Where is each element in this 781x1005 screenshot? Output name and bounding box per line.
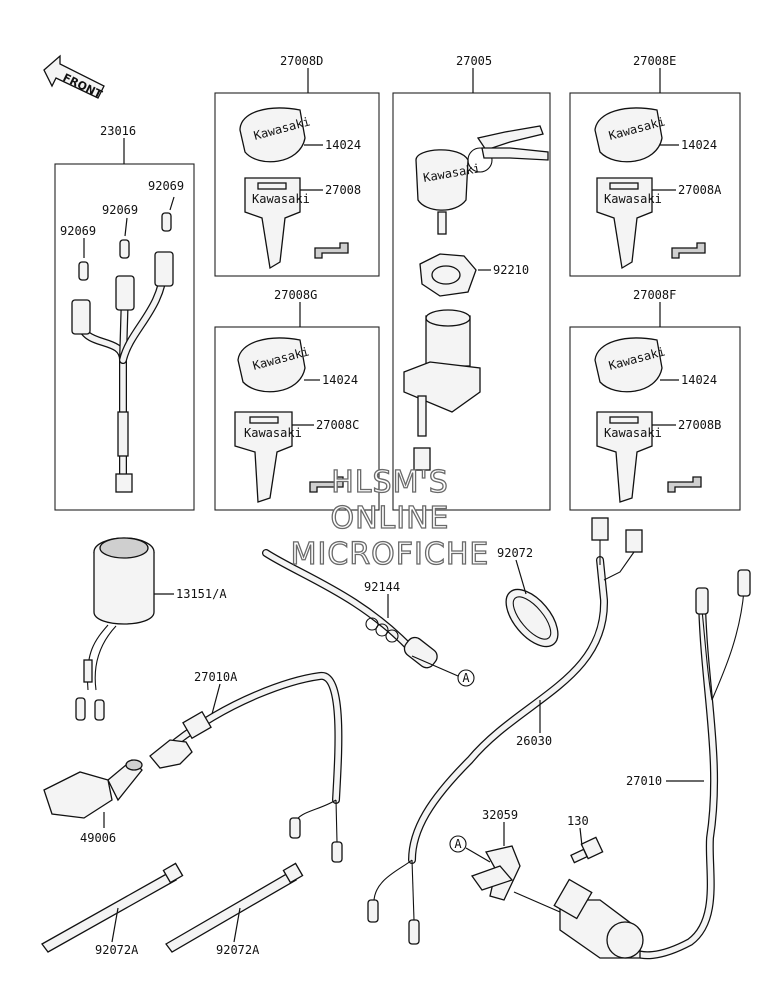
key-cap-14024-d: Kawasaki [239, 107, 312, 163]
front-arrow-icon: FRONT [43, 54, 105, 101]
ignition-switch-27005: Kawasaki [403, 125, 549, 471]
key-cap-14024-f: Kawasaki [594, 337, 667, 393]
cable-tie-92072A-1 [41, 862, 184, 953]
label-14024-e: 14024 [681, 138, 717, 152]
svg-text:Kawasaki: Kawasaki [252, 192, 310, 206]
label-130: 130 [567, 814, 589, 828]
label-27008G: 27008G [274, 288, 317, 302]
label-92072A-2: 92072A [216, 943, 260, 957]
label-27005: 27005 [456, 54, 492, 68]
label-27010A: 27010A [194, 670, 238, 684]
label-27008F: 27008F [633, 288, 676, 302]
label-49006: 49006 [80, 831, 116, 845]
label-27008C: 27008C [316, 418, 359, 432]
label-23016: 23016 [100, 124, 136, 138]
group-box-27008F [569, 326, 741, 511]
ref-mark-a-lower [449, 835, 467, 853]
bracket-32059 [470, 845, 521, 901]
label-27008-d: 27008 [325, 183, 361, 197]
cable-92144 [262, 549, 438, 669]
label-27008E: 27008E [633, 54, 676, 68]
label-92210: 92210 [493, 263, 529, 277]
label-32059: 32059 [482, 808, 518, 822]
ref-mark-a-upper [457, 669, 475, 687]
group-box-27008E [569, 92, 741, 277]
label-14024-d: 14024 [325, 138, 361, 152]
clamp-92072 [505, 588, 559, 648]
label-92069-a: 92069 [148, 179, 184, 193]
wiring-harness-26030 [367, 517, 643, 945]
key-27008: Kawasaki [244, 177, 310, 270]
label-27008D: 27008D [280, 54, 323, 68]
group-box-27008D [214, 92, 380, 277]
svg-text:Kawasaki: Kawasaki [604, 192, 662, 206]
watermark: HLSM'S ONLINE MICROFICHE [290, 464, 490, 572]
group-box-27005 [392, 92, 551, 511]
label-27008A: 27008A [678, 183, 722, 197]
label-92069-c: 92069 [60, 224, 96, 238]
label-27010: 27010 [626, 774, 662, 788]
watermark-line-2: ONLINE [330, 501, 449, 536]
label-14024-f: 14024 [681, 373, 717, 387]
ref-mark-a-lower-label: A [454, 837, 462, 851]
bolt-130 [570, 836, 604, 864]
svg-text:Kawasaki: Kawasaki [604, 426, 662, 440]
key-cap-14024-e: Kawasaki [594, 107, 667, 163]
label-26030: 26030 [516, 734, 552, 748]
label-27008B: 27008B [678, 418, 721, 432]
label-92072A-1: 92072A [95, 943, 139, 957]
pilot-lamp-13151A [75, 537, 155, 721]
svg-text:Kawasaki: Kawasaki [244, 426, 302, 440]
label-13151A: 13151/A [176, 587, 227, 601]
label-14024-g: 14024 [322, 373, 358, 387]
watermark-line-1: HLSM'S [331, 465, 449, 500]
cable-tie-92072A-2 [165, 862, 304, 953]
key-27008B: Kawasaki [596, 411, 662, 503]
label-92072: 92072 [497, 546, 533, 560]
label-92069-b: 92069 [102, 203, 138, 217]
key-27008A: Kawasaki [596, 177, 662, 270]
label-92144: 92144 [364, 580, 400, 594]
watermark-line-3: MICROFICHE [291, 537, 490, 572]
wiring-harness-27010 [553, 569, 751, 960]
ref-mark-a-upper-label: A [462, 671, 470, 685]
key-27008C: Kawasaki [234, 411, 302, 503]
wiring-harness-23016 [71, 212, 174, 493]
group-box-27008G [214, 326, 380, 511]
key-cap-14024-g: Kawasaki [237, 337, 311, 393]
wiring-harness-27010A [149, 672, 343, 863]
boot-cap-49006 [43, 759, 143, 819]
